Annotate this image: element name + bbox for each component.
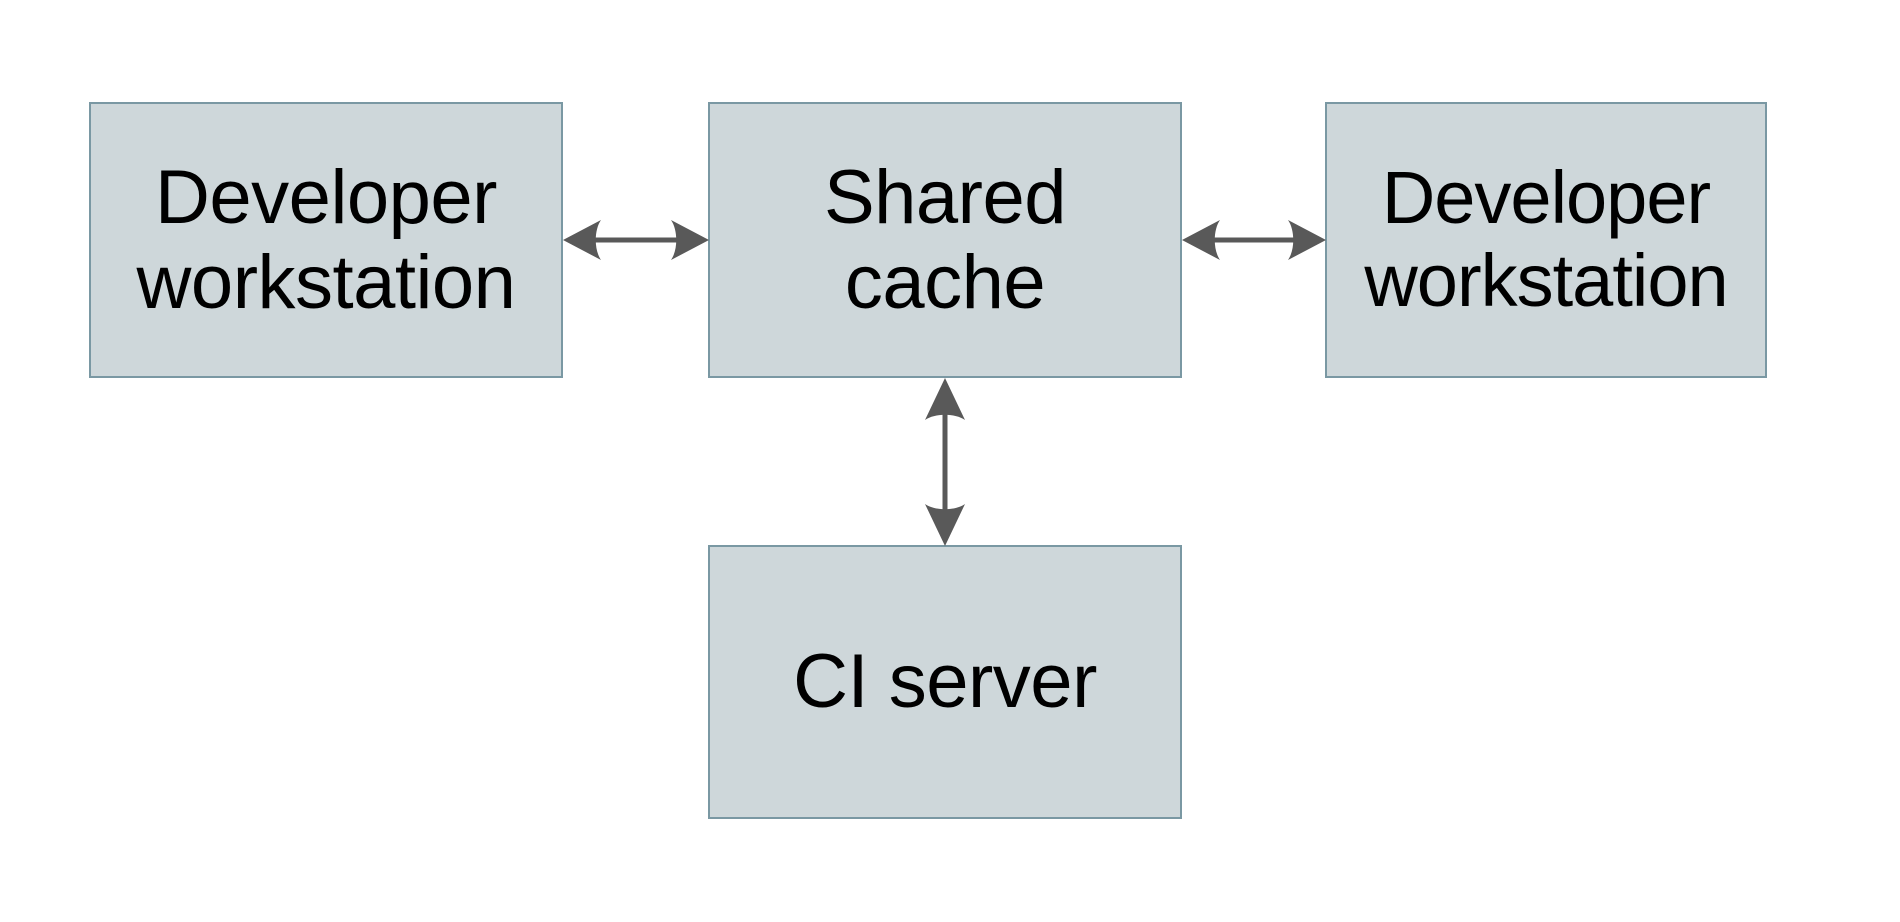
edge-shared-cache-to-ci-server[interactable]	[913, 376, 977, 548]
node-ci-server[interactable]: CI server	[708, 545, 1182, 819]
node-label-ci-server: CI server	[793, 639, 1097, 725]
double-headed-arrow-icon	[925, 378, 965, 546]
node-label-developer-workstation-right: Developer workstation	[1364, 156, 1728, 322]
edge-shared-cache-to-developer-workstation-right[interactable]	[1180, 208, 1328, 272]
node-developer-workstation-right[interactable]: Developer workstation	[1325, 102, 1767, 378]
node-label-developer-workstation-left: Developer workstation	[136, 154, 516, 325]
double-headed-arrow-icon	[1182, 220, 1326, 260]
node-developer-workstation-left[interactable]: Developer workstation	[89, 102, 563, 378]
edge-developer-workstation-left-to-shared-cache[interactable]	[561, 208, 711, 272]
node-shared-cache[interactable]: Shared cache	[708, 102, 1182, 378]
double-headed-arrow-icon	[563, 220, 709, 260]
node-label-shared-cache: Shared cache	[823, 154, 1067, 325]
